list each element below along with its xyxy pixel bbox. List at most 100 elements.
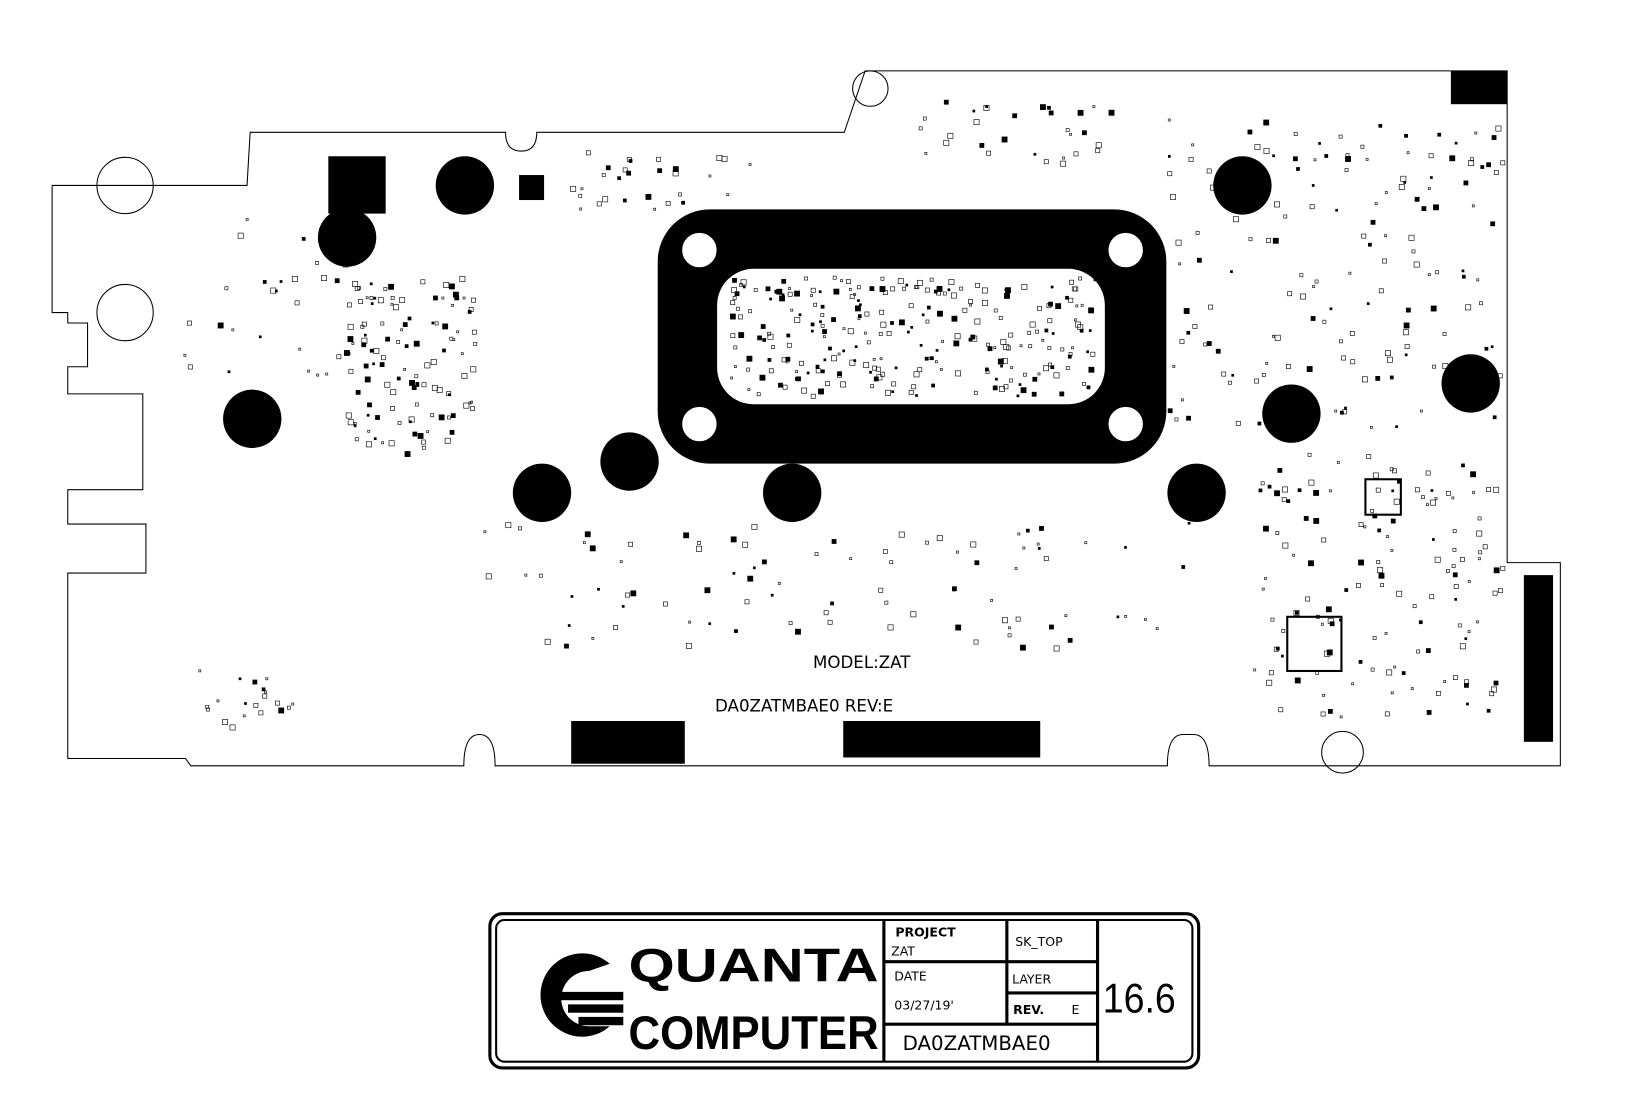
- component-footprint: [1467, 630, 1471, 633]
- component-footprint: [913, 371, 920, 378]
- component-footprint: [1474, 131, 1478, 135]
- component-footprint: [1292, 156, 1298, 162]
- component-footprint: [275, 700, 280, 706]
- component-footprint: [878, 587, 884, 593]
- component-footprint: [570, 185, 577, 192]
- component-footprint: [1403, 322, 1410, 329]
- component-footprint: [1358, 660, 1363, 664]
- component-footprint: [971, 335, 978, 342]
- component-footprint: [1000, 338, 1007, 345]
- component-footprint: [1277, 468, 1283, 473]
- component-footprint: [1287, 291, 1293, 297]
- component-footprint: [1296, 396, 1302, 401]
- component-footprint: [380, 355, 386, 361]
- component-footprint: [1186, 415, 1191, 421]
- component-footprint: [1358, 559, 1364, 566]
- component-footprint: [351, 342, 355, 345]
- component-footprint: [1285, 364, 1291, 369]
- component-footprint: [810, 322, 815, 327]
- component-footprint: [1396, 590, 1403, 597]
- component-footprint: [997, 358, 1004, 365]
- component-footprint: [619, 560, 623, 564]
- component-footprint: [1077, 109, 1084, 116]
- component-footprint: [1040, 104, 1046, 111]
- component-footprint: [665, 200, 671, 206]
- component-footprint: [786, 333, 791, 338]
- component-footprint: [1221, 371, 1227, 377]
- component-footprint: [872, 365, 877, 371]
- component-footprint: [411, 385, 417, 390]
- component-footprint: [818, 290, 822, 294]
- component-footprint: [837, 371, 842, 377]
- component-footprint: [1293, 609, 1300, 616]
- component-footprint: [485, 573, 492, 580]
- component-footprint: [1088, 366, 1095, 373]
- component-footprint: [1445, 490, 1451, 496]
- component-footprint: [1297, 488, 1302, 493]
- component-footprint: [1124, 546, 1127, 549]
- component-footprint: [1453, 584, 1459, 589]
- component-footprint: [937, 310, 943, 317]
- component-footprint: [1376, 560, 1381, 564]
- component-footprint: [732, 277, 737, 283]
- component-footprint: [1309, 204, 1315, 210]
- component-footprint: [1168, 155, 1171, 158]
- component-footprint: [346, 302, 352, 308]
- component-footprint: [1021, 284, 1028, 290]
- component-footprint: [934, 360, 938, 364]
- component-footprint: [942, 291, 947, 296]
- component-footprint: [891, 390, 895, 394]
- component-footprint: [366, 441, 372, 448]
- component-footprint: [1018, 383, 1022, 386]
- component-footprint: [973, 639, 979, 645]
- component-footprint: [1403, 181, 1407, 184]
- component-footprint: [325, 372, 329, 376]
- component-footprint: [372, 362, 375, 366]
- component-footprint: [1303, 516, 1309, 521]
- component-footprint: [473, 341, 478, 346]
- component-footprint: [1274, 334, 1281, 341]
- component-footprint: [1421, 206, 1427, 211]
- component-footprint: [1430, 176, 1433, 179]
- component-footprint: [436, 387, 443, 393]
- component-footprint: [580, 187, 584, 191]
- component-footprint: [794, 317, 801, 323]
- component-footprint: [1442, 332, 1447, 336]
- component-footprint: [840, 381, 846, 388]
- component-footprint: [471, 297, 476, 303]
- component-footprint: [879, 357, 883, 361]
- component-footprint: [1179, 339, 1185, 345]
- component-footprint: [279, 280, 283, 283]
- component-footprint: [1361, 376, 1368, 383]
- component-footprint: [810, 294, 813, 297]
- component-footprint: [361, 321, 367, 327]
- component-footprint: [347, 419, 354, 426]
- component-footprint: [1490, 221, 1496, 227]
- component-footprint: [361, 342, 367, 348]
- component-footprint: [327, 243, 331, 246]
- component-footprint: [1361, 233, 1367, 239]
- component-footprint: [420, 279, 426, 285]
- component-footprint: [1471, 204, 1475, 208]
- component-footprint: [732, 572, 736, 575]
- component-footprint: [1406, 151, 1410, 155]
- component-footprint: [974, 318, 981, 325]
- component-footprint: [1390, 691, 1394, 695]
- component-footprint: [1430, 305, 1437, 312]
- component-footprint: [1206, 341, 1212, 346]
- component-footprint: [1435, 690, 1441, 696]
- component-footprint: [973, 119, 980, 126]
- component-footprint: [993, 346, 997, 350]
- component-footprint: [1065, 295, 1069, 300]
- component-footprint: [367, 402, 372, 408]
- component-footprint: [1404, 353, 1408, 357]
- component-footprint: [630, 590, 637, 597]
- component-footprint: [470, 366, 477, 373]
- component-footprint: [1041, 339, 1045, 342]
- component-footprint: [347, 336, 354, 342]
- component-footprint: [1468, 160, 1475, 166]
- component-footprint: [1393, 665, 1397, 669]
- component-footprint: [857, 299, 860, 302]
- component-footprint: [1344, 588, 1349, 592]
- component-footprint: [799, 360, 804, 366]
